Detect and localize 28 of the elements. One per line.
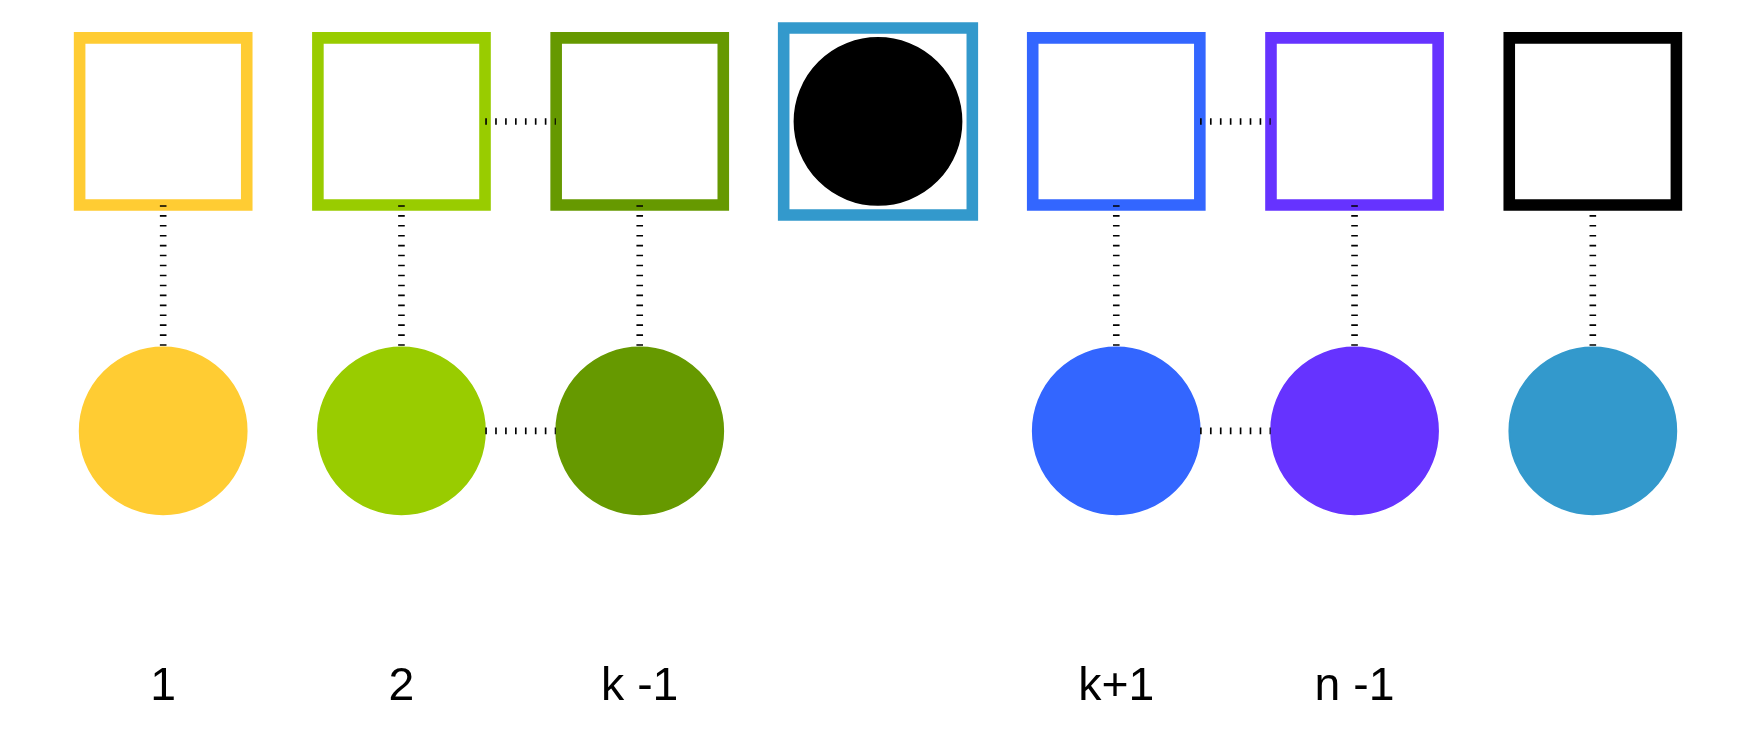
node-box [73, 32, 253, 211]
node-circle [554, 346, 724, 516]
node-label: 1 [149, 658, 176, 711]
node-label: 2 [388, 658, 414, 711]
node-circle [1269, 346, 1439, 516]
connector [484, 427, 556, 435]
connector [159, 205, 166, 347]
connector [1199, 427, 1271, 435]
connector [1350, 205, 1358, 347]
connector [484, 118, 556, 125]
node-circle [316, 346, 486, 516]
node-circle [78, 346, 248, 516]
node-label: n -1 [1314, 658, 1394, 711]
node-box [311, 32, 491, 211]
cluster [777, 22, 978, 221]
node-label: k+1 [1077, 658, 1154, 711]
node-box [1502, 32, 1682, 211]
connector [1112, 205, 1120, 347]
node-circle [1507, 346, 1677, 516]
node-box [1264, 32, 1444, 211]
connector [1199, 118, 1271, 125]
node-box [1026, 32, 1206, 211]
node-label: k -1 [600, 658, 678, 711]
node-box [549, 32, 729, 211]
connector [397, 205, 405, 347]
node-circle [1031, 346, 1201, 516]
connector [635, 205, 643, 347]
node-circle [793, 37, 962, 206]
